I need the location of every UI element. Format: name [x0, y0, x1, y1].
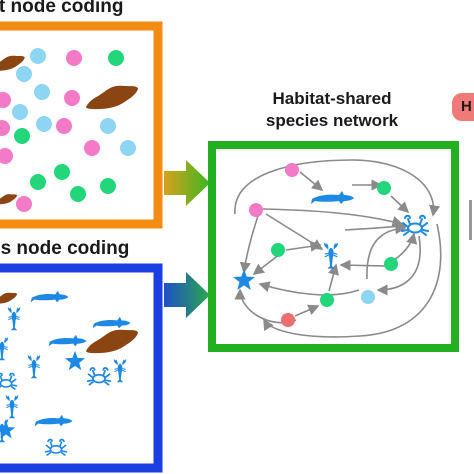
habitat-panel-title: tat node coding [0, 0, 124, 17]
light-blue-node [34, 84, 50, 100]
shark-icon [48, 334, 87, 347]
light-blue-node [361, 290, 375, 304]
green-node [271, 243, 285, 257]
species-node-panel [0, 263, 163, 473]
side-badge: H [452, 93, 474, 121]
network-edge [262, 208, 404, 227]
network-edge [294, 304, 320, 317]
network-panel-title: Habitat-shared species network [232, 88, 432, 132]
lobster-icon [113, 358, 127, 383]
crab-icon [0, 372, 18, 390]
habitat-rock-icon [0, 292, 18, 304]
pink-node [249, 203, 263, 217]
network-edge [376, 235, 421, 296]
network-title-line-2: species network [265, 111, 399, 130]
crab-icon [401, 214, 429, 236]
lobster-icon [0, 336, 9, 361]
pink-node [64, 90, 80, 106]
network-nodes [249, 163, 398, 327]
network-edge [252, 253, 281, 275]
green-node [384, 257, 398, 271]
pink-node [16, 196, 32, 212]
network-edge [328, 263, 339, 292]
network-edge [263, 223, 442, 338]
network-edge [344, 220, 408, 232]
habitat-rock-icon [85, 329, 139, 354]
green-node [30, 174, 46, 190]
network-edge [239, 215, 259, 274]
network-edge [265, 213, 324, 250]
green-node [100, 178, 116, 194]
green-node [320, 293, 334, 307]
light-blue-node [16, 66, 32, 82]
shark-icon [311, 191, 354, 204]
pink-node [0, 148, 13, 164]
habitat-rock-icon [0, 194, 18, 205]
light-blue-node [36, 116, 52, 132]
light-blue-node [30, 48, 46, 64]
species-to-network-arrow [164, 272, 210, 318]
green-node [377, 181, 391, 195]
pink-node [285, 163, 299, 177]
network-edge [234, 159, 441, 217]
green-node [70, 186, 86, 202]
shark-icon [34, 414, 73, 427]
light-blue-node [120, 140, 136, 156]
network-panel-border [208, 141, 459, 352]
habitat-rock-icon [85, 85, 139, 110]
network-edge [258, 281, 360, 296]
pink-node [56, 118, 72, 134]
lobster-icon [27, 354, 41, 379]
starfish-icon [64, 350, 86, 371]
pink-node [66, 50, 82, 66]
lobster-icon [7, 306, 21, 331]
network-edge [339, 259, 387, 271]
lobster-icon [323, 241, 339, 270]
pink-node [0, 92, 11, 108]
network-edge [366, 223, 407, 280]
habitat-to-network-arrow [164, 160, 210, 206]
lobster-icon [5, 394, 19, 419]
habitat-node-panel [0, 21, 163, 229]
green-node [54, 164, 70, 180]
shark-icon [30, 290, 69, 303]
starfish-icon [0, 420, 16, 439]
species-panel-border [0, 263, 163, 473]
network-panel [208, 141, 459, 352]
network-edge [393, 232, 418, 261]
pink-node [0, 120, 10, 136]
starfish-icon [233, 269, 255, 290]
crab-icon [44, 438, 68, 456]
light-blue-node [100, 118, 116, 134]
network-edge [285, 240, 322, 252]
crab-icon [86, 367, 112, 386]
light-blue-node [12, 104, 28, 120]
species-panel-title: es node coding [0, 238, 130, 259]
red-node [281, 313, 295, 327]
pink-node [84, 140, 100, 156]
network-edges [234, 159, 442, 338]
green-node [14, 128, 30, 144]
habitat-panel-border [0, 21, 163, 229]
habitat-nodes [0, 48, 136, 212]
shark-icon [92, 316, 131, 329]
network-edge [390, 195, 410, 214]
green-node [108, 50, 124, 66]
network-edge [299, 171, 324, 192]
panel-edge-fragment [469, 200, 472, 240]
network-title-line-1: Habitat-shared [272, 89, 392, 108]
